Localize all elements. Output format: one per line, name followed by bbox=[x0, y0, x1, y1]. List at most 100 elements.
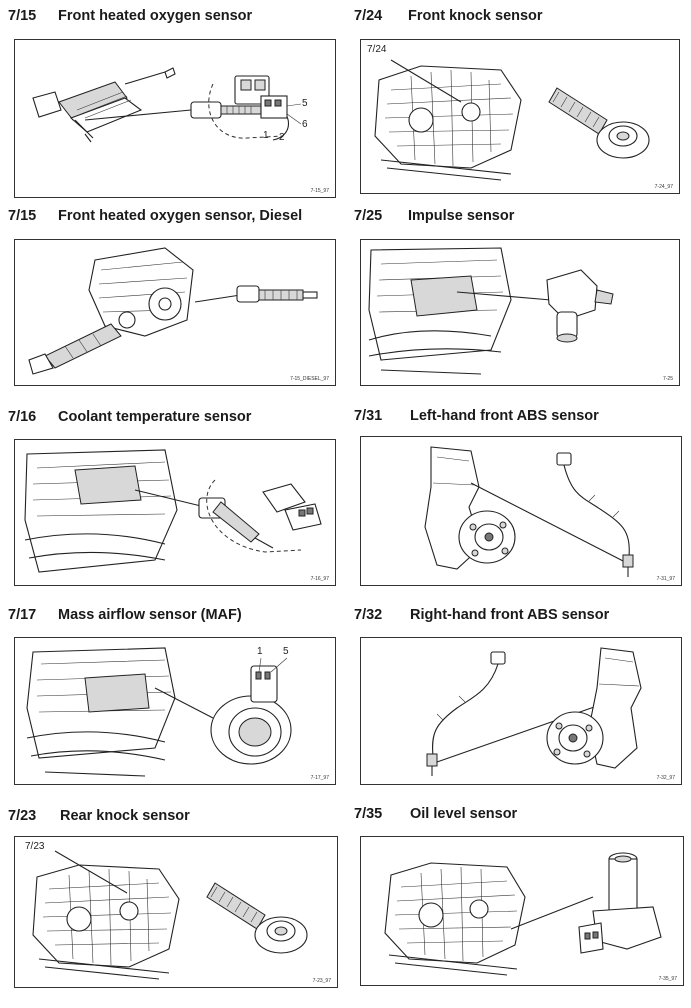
pin-callout: 6 bbox=[302, 119, 308, 130]
section-title: Oil level sensor bbox=[410, 806, 518, 822]
pin-callout: 5 bbox=[302, 98, 308, 109]
figure-reference: 7-35_97 bbox=[658, 976, 677, 982]
section-title: Front knock sensor bbox=[408, 8, 543, 24]
engine-bay-drawing bbox=[24, 449, 178, 573]
section-impulse-sensor: 7/25 Impulse sensor 7-25 bbox=[354, 208, 684, 408]
knock-sensor-drawing bbox=[548, 87, 650, 159]
knock-sensor-drawing bbox=[206, 882, 308, 954]
section-heading: 7/32 Right-hand front ABS sensor bbox=[354, 607, 609, 623]
section-code: 7/24 bbox=[354, 8, 383, 24]
diesel-oxygen-sensor-drawing bbox=[236, 285, 318, 303]
figure-reference: 7-15_DIESEL_97 bbox=[290, 376, 329, 382]
engine-exhaust-drawing bbox=[28, 247, 194, 375]
maf-sensor-illustration bbox=[26, 647, 292, 777]
connector-drawing bbox=[262, 483, 322, 531]
section-code: 7/15 bbox=[8, 8, 37, 24]
figure-reference: 7-17_97 bbox=[310, 775, 329, 781]
illustration-frame: 7-35_97 bbox=[360, 836, 684, 986]
left-abs-sensor-illustration bbox=[424, 446, 634, 577]
section-title: Right-hand front ABS sensor bbox=[410, 607, 610, 623]
oil-level-sensor-drawing bbox=[578, 852, 662, 954]
wire-outline bbox=[206, 479, 302, 553]
wire-outline bbox=[208, 83, 284, 139]
figure-reference: 7-24_97 bbox=[654, 184, 673, 190]
section-title: Impulse sensor bbox=[408, 208, 515, 224]
section-title: Rear knock sensor bbox=[60, 808, 190, 824]
leader-line bbox=[54, 850, 128, 894]
illustration-frame: 7-16_97 bbox=[14, 439, 336, 586]
section-heading: 7/31 Left-hand front ABS sensor bbox=[354, 408, 599, 424]
section-rear-knock-sensor: 7/23 Rear knock sensor 7/23 7-23_97 bbox=[8, 808, 338, 1008]
section-code: 7/32 bbox=[354, 607, 383, 623]
section-heading: 7/35 Oil level sensor bbox=[354, 806, 517, 822]
engine-bay-drawing bbox=[368, 247, 512, 375]
leader-line bbox=[390, 59, 462, 103]
section-oil-level-sensor: 7/35 Oil level sensor 7-35_97 bbox=[354, 806, 684, 1006]
coolant-sensor-illustration bbox=[24, 449, 322, 573]
rear-knock-sensor-illustration bbox=[32, 850, 308, 980]
section-front-heated-oxygen-sensor: 7/15 Front heated oxygen sensor bbox=[8, 8, 338, 208]
illustration-frame: 1 5 7-17_97 bbox=[14, 637, 336, 785]
section-heading: 7/15 Front heated oxygen sensor, Diesel bbox=[8, 208, 302, 224]
location-callout: 7/23 bbox=[25, 841, 45, 852]
leader-line bbox=[510, 896, 594, 930]
section-mass-airflow-sensor: 7/17 Mass airflow sensor (MAF) 1 bbox=[8, 607, 338, 807]
illustration-frame: 7/23 7-23_97 bbox=[14, 836, 338, 988]
figure-reference: 7-32_97 bbox=[656, 775, 675, 781]
section-code: 7/23 bbox=[8, 808, 37, 824]
section-coolant-temperature-sensor: 7/16 Coolant temperature sensor bbox=[8, 409, 338, 609]
engine-drawing bbox=[374, 65, 522, 181]
section-right-hand-front-abs-sensor: 7/32 Right-hand front ABS sensor bbox=[354, 607, 684, 807]
impulse-sensor-drawing bbox=[546, 269, 614, 343]
right-abs-sensor-illustration bbox=[426, 647, 642, 776]
section-title: Left-hand front ABS sensor bbox=[410, 408, 599, 424]
wheel-hub-drawing bbox=[424, 446, 516, 570]
illustration-frame: 7-15_DIESEL_97 bbox=[14, 239, 336, 386]
pin-callout: 5 bbox=[283, 646, 289, 657]
section-code: 7/17 bbox=[8, 607, 37, 623]
figure-reference: 7-25 bbox=[662, 376, 673, 382]
section-heading: 7/23 Rear knock sensor bbox=[8, 808, 190, 824]
figure-reference: 7-16_97 bbox=[310, 576, 329, 582]
illustration-frame: 7-32_97 bbox=[360, 637, 682, 785]
section-left-hand-front-abs-sensor: 7/31 Left-hand front ABS sensor 7 bbox=[354, 408, 684, 608]
coolant-sensor-drawing bbox=[198, 497, 274, 549]
figure-reference: 7-23_97 bbox=[312, 978, 331, 984]
leader-line bbox=[134, 489, 202, 507]
section-code: 7/35 bbox=[354, 806, 383, 822]
leader-line bbox=[456, 291, 552, 301]
wheel-hub-drawing bbox=[546, 647, 642, 769]
oil-level-sensor-illustration bbox=[384, 852, 662, 976]
section-title: Coolant temperature sensor bbox=[58, 409, 252, 425]
abs-sensor-cable-drawing bbox=[426, 651, 506, 776]
section-heading: 7/25 Impulse sensor bbox=[354, 208, 514, 224]
section-code: 7/16 bbox=[8, 409, 37, 425]
oxygen-sensor-drawing bbox=[190, 101, 290, 141]
diesel-oxygen-sensor-illustration bbox=[28, 247, 318, 375]
leader-line bbox=[154, 687, 214, 719]
leader-line bbox=[84, 109, 192, 121]
location-callout: 7/24 bbox=[367, 44, 387, 55]
section-title: Mass airflow sensor (MAF) bbox=[58, 607, 242, 623]
pin-callout: 1 bbox=[263, 130, 269, 141]
illustration-frame: 7-31_97 bbox=[360, 436, 682, 586]
section-heading: 7/24 Front knock sensor bbox=[354, 8, 543, 24]
engine-drawing bbox=[32, 864, 180, 980]
pin-callout: 1 bbox=[257, 646, 263, 657]
section-front-knock-sensor: 7/24 Front knock sensor 7/24 7-24_97 bbox=[354, 8, 684, 208]
section-heading: 7/16 Coolant temperature sensor bbox=[8, 409, 251, 425]
section-front-heated-oxygen-sensor-diesel: 7/15 Front heated oxygen sensor, Diesel … bbox=[8, 208, 338, 408]
leader-line bbox=[470, 482, 628, 564]
section-title: Front heated oxygen sensor, Diesel bbox=[58, 208, 303, 224]
figure-reference: 7-15_97 bbox=[310, 188, 329, 194]
figure-reference: 7-31_97 bbox=[656, 576, 675, 582]
knock-sensor-illustration bbox=[374, 59, 650, 181]
connector-drawing bbox=[234, 75, 302, 125]
illustration-frame: 7-25 bbox=[360, 239, 680, 386]
section-code: 7/25 bbox=[354, 208, 383, 224]
impulse-sensor-illustration bbox=[368, 247, 614, 375]
section-heading: 7/15 Front heated oxygen sensor bbox=[8, 8, 252, 24]
section-title: Front heated oxygen sensor bbox=[58, 8, 253, 24]
engine-drawing bbox=[384, 862, 526, 976]
illustration-frame: 7/24 7-24_97 bbox=[360, 39, 680, 194]
